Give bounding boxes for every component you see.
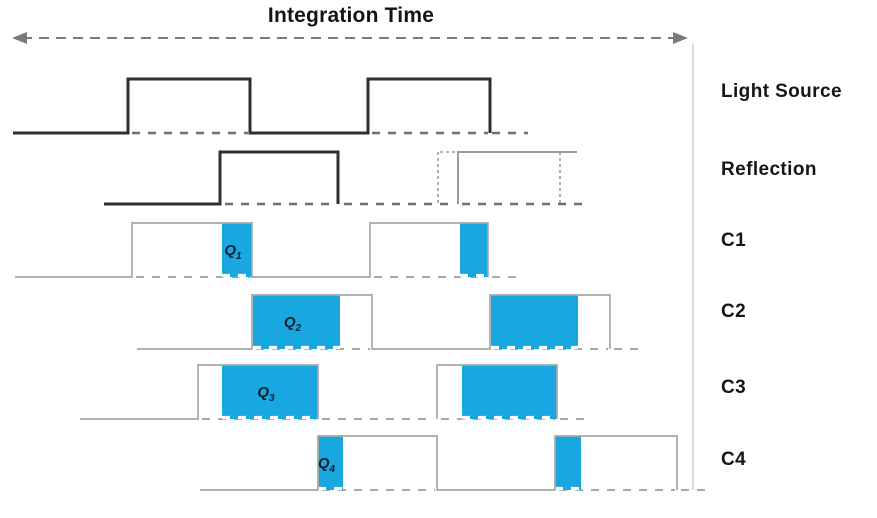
signal-trace (13, 77, 492, 135)
waveform-c3: Q3 (80, 364, 592, 420)
waveform-c4: Q4 (200, 435, 708, 491)
charge-region-q2 (253, 295, 340, 349)
ghost-pulse-outline (457, 151, 577, 204)
signal-trace (15, 222, 489, 278)
charge-region (555, 436, 581, 490)
signal-trace (200, 435, 678, 491)
waveform-reflection (104, 150, 588, 206)
arrow-left-icon (12, 32, 27, 44)
row-label-c2: C2 (721, 301, 747, 322)
charge-region (491, 295, 578, 349)
row-label-c4: C4 (721, 449, 747, 470)
row-label-light-source: Light Source (721, 81, 842, 102)
charge-region (462, 365, 557, 419)
row-label-c3: C3 (721, 377, 747, 398)
diagram-title: Integration Time (267, 4, 435, 27)
row-label-reflection: Reflection (721, 159, 817, 180)
signal-trace (80, 364, 319, 420)
charge-region-q3 (222, 365, 318, 419)
signal-trace (104, 150, 340, 206)
arrow-right-icon (673, 32, 688, 44)
charge-region-q4 (318, 436, 343, 490)
signal-trace (137, 294, 611, 350)
waveform-c1: Q1 (15, 222, 524, 278)
charge-region-q1 (222, 223, 252, 277)
waveform-c2: Q2 (137, 294, 646, 350)
waveform-light-source (13, 77, 528, 135)
integration-time-arrow (12, 32, 688, 44)
row-label-c1: C1 (721, 230, 747, 251)
charge-region (460, 223, 488, 277)
signal-trace (436, 364, 558, 419)
